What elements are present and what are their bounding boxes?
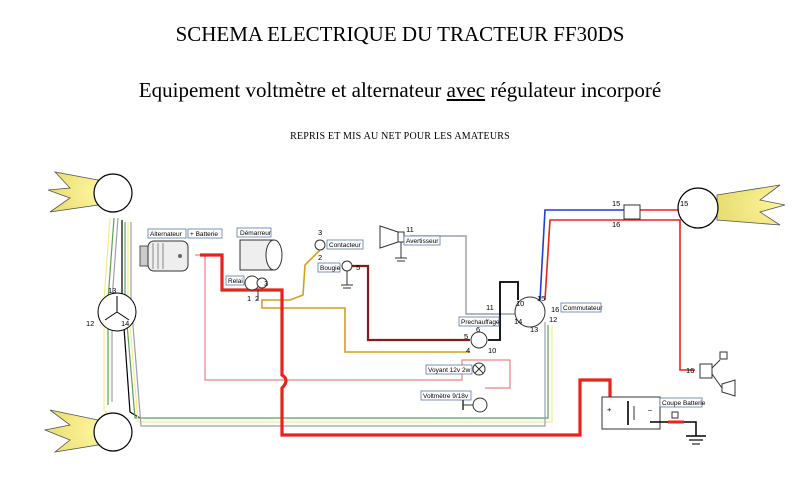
subtitle-end: régulateur incorporé bbox=[485, 78, 662, 102]
label-num-6: 6 bbox=[476, 325, 480, 334]
diagram-subtitle: Equipement voltmètre et alternateur avec… bbox=[0, 78, 800, 103]
subtitle-underlined: avec bbox=[446, 78, 486, 102]
label-num-12-commutator: 12 bbox=[549, 315, 557, 324]
indicator-lamp: Voyant 12v 2w bbox=[425, 362, 486, 376]
alternator: Alternateur + Batterie bbox=[139, 228, 223, 272]
label-num-10-commutator: 10 bbox=[516, 299, 524, 308]
label-num-5-bougie: 5 bbox=[356, 263, 360, 272]
horn: 11 Avertisseur bbox=[379, 225, 441, 262]
label-num-14-commutator: 14 bbox=[514, 317, 522, 326]
headlight-right bbox=[677, 184, 786, 229]
label-num-1-starter: 1 bbox=[247, 294, 251, 303]
subtitle-start: Equipement voltmètre et alternateur bbox=[138, 78, 447, 102]
battery-minus: – bbox=[648, 405, 653, 414]
connector-15-16: 15 16 15 bbox=[612, 199, 688, 229]
diagram-caption: REPRIS ET MIS AU NET POUR LES AMATEURS bbox=[290, 131, 510, 142]
label-alternateur: Alternateur bbox=[150, 231, 183, 238]
battery: + – bbox=[601, 396, 661, 430]
battery-plus: + bbox=[607, 405, 612, 414]
label-bougie: Bougie bbox=[320, 265, 341, 272]
preheat-switch: Prechauffage 6 5 4 10 11 bbox=[458, 303, 500, 355]
label-num-4: 4 bbox=[466, 346, 470, 355]
label-num-3-contactor: 3 bbox=[318, 228, 322, 237]
wire-black bbox=[488, 281, 519, 341]
wire-orange bbox=[261, 249, 470, 353]
label-num-2-contactor: 2 bbox=[318, 253, 322, 262]
battery-isolator: Coupe Batterie bbox=[650, 397, 706, 445]
label-commutateur: Commutateur bbox=[563, 305, 603, 312]
label-plus-batterie: + Batterie bbox=[190, 231, 218, 238]
label-num-16-commutator: 16 bbox=[551, 305, 559, 314]
label-num-15-lamp: 15 bbox=[680, 199, 688, 208]
rear-socket: 16 bbox=[686, 351, 736, 397]
label-num-11-horn: 11 bbox=[406, 225, 414, 234]
wire-blue bbox=[539, 209, 630, 301]
label-num-16-connector: 16 bbox=[612, 220, 620, 229]
label-num-13: 13 bbox=[108, 286, 116, 295]
label-voltmetre: Voltmètre 9/18v bbox=[423, 393, 469, 400]
glow-plug: Bougie 5 bbox=[317, 260, 360, 289]
label-num-11-preheat: 11 bbox=[486, 303, 494, 312]
label-num-12: 12 bbox=[86, 319, 94, 328]
label-num-15-connector: 15 bbox=[612, 199, 620, 208]
label-demarreur: Démarreur bbox=[240, 230, 272, 237]
label-num-15-commutator: 15 bbox=[537, 294, 545, 303]
label-contacteur: Contacteur bbox=[329, 242, 362, 249]
starter-motor: Démarreur Relai 2 3 1 bbox=[225, 227, 283, 303]
label-num-14: 14 bbox=[121, 319, 129, 328]
headlight-front-left bbox=[47, 171, 133, 213]
wire-bougie bbox=[352, 264, 470, 342]
label-num-3-starter: 3 bbox=[264, 279, 268, 288]
headlight-rear-left bbox=[43, 409, 133, 453]
label-num-13-commutator: 13 bbox=[530, 325, 538, 334]
label-voyant: Voyant 12v 2w bbox=[428, 367, 471, 374]
wire-red-rear bbox=[544, 219, 695, 371]
wire-battery-main bbox=[200, 253, 612, 437]
label-coupe-batterie: Coupe Batterie bbox=[662, 400, 706, 407]
label-num-2-starter: 2 bbox=[255, 294, 259, 303]
light-switch-left: 13 12 14 bbox=[86, 286, 137, 332]
label-avertisseur: Avertisseur bbox=[406, 238, 439, 245]
wire-horn bbox=[410, 235, 518, 315]
diagram-title: SCHEMA ELECTRIQUE DU TRACTEUR FF30DS bbox=[175, 22, 625, 46]
label-relai: Relai bbox=[228, 278, 243, 285]
ignition-contactor: 3 2 Contacteur bbox=[314, 228, 364, 262]
voltmeter: Voltmètre 9/18v bbox=[420, 390, 488, 413]
label-prechauffage: Prechauffage bbox=[461, 319, 500, 326]
light-commutator: 10 15 14 13 12 16 Commutateur bbox=[514, 294, 603, 334]
label-num-10-preheat: 10 bbox=[488, 346, 496, 355]
label-num-16-rear: 16 bbox=[686, 366, 694, 375]
label-num-5-preheat: 5 bbox=[464, 332, 468, 341]
